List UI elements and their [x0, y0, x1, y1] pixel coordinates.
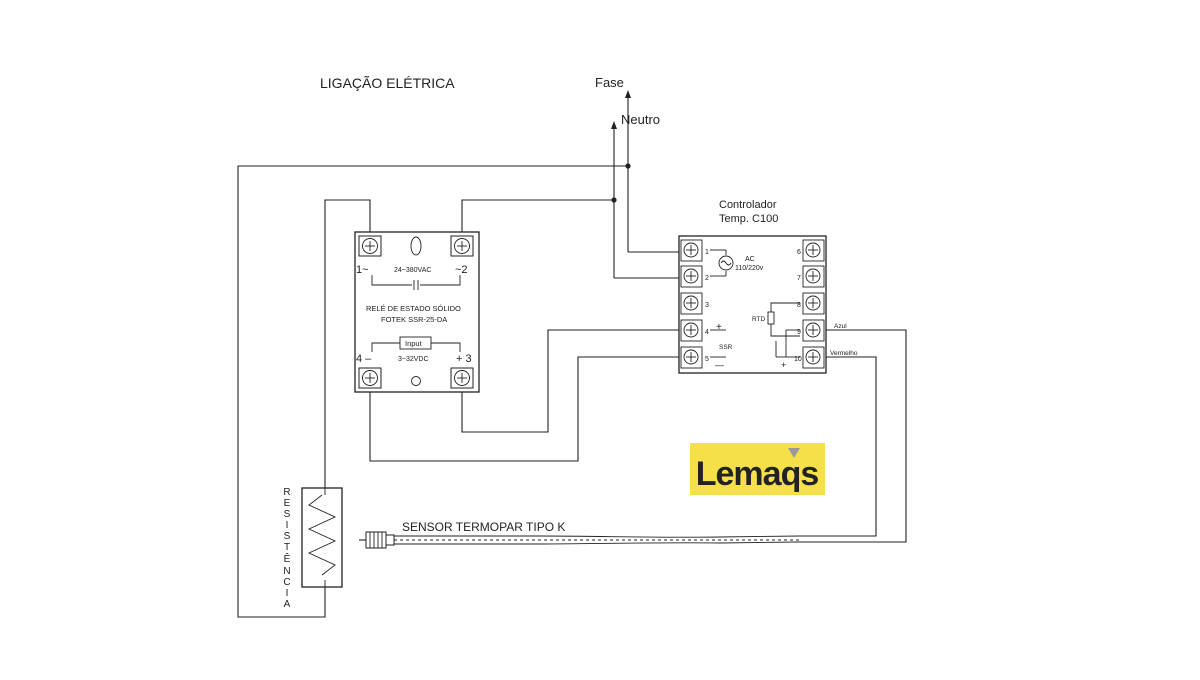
controller-terminal-6-label: 6 [797, 249, 801, 256]
controller-body [678, 235, 827, 374]
thermocouple-sensor [359, 531, 801, 549]
ssr-terminal-4[interactable] [358, 367, 382, 389]
controller-title-line1: Controlador [719, 199, 777, 211]
logo-triangle-icon [788, 448, 800, 458]
controller-terminal-7-label: 7 [797, 275, 801, 282]
controller-ssr-label: SSR [719, 344, 733, 351]
controller-terminal-4[interactable]: 4 [680, 319, 709, 342]
resistencia-letter: S [284, 509, 291, 520]
ssr-terminal-3[interactable] [450, 367, 474, 389]
resistencia-letter: S [284, 531, 291, 542]
controller-ssr-minus: — [715, 360, 724, 370]
controller-terminal-2-label: 2 [705, 275, 709, 282]
controller-terminal-7[interactable]: 7 [797, 265, 825, 288]
neutro-label: Neutro [621, 112, 660, 127]
ssr-ac-voltage: 24~380VAC [394, 267, 431, 274]
controller-terminal-8-label: 8 [797, 302, 801, 309]
ssr-terminal-1[interactable] [358, 235, 382, 257]
sensor-probe-head [365, 531, 387, 549]
controller-terminal-5-label: 5 [705, 356, 709, 363]
ssr-mount-slot [410, 236, 422, 256]
resistencia-letter: R [283, 487, 290, 498]
resistencia-vertical-label: R E S I S T Ê N C I A [283, 487, 290, 610]
controller-c100: Controlador Temp. C100 1 2 3 4 [678, 199, 858, 374]
sensor-label: SENSOR TERMOPAR TIPO K [402, 520, 565, 534]
controller-terminal-4-label: 4 [705, 329, 709, 336]
ssr-mount-hole [411, 376, 421, 386]
wire-azul-label: Azul [834, 323, 847, 330]
controller-terminal-2[interactable]: 2 [680, 265, 709, 288]
controller-left-terminals: 1 2 3 4 5 [680, 239, 709, 369]
resistencia-letter: C [283, 577, 290, 588]
controller-terminal-3-label: 3 [705, 302, 709, 309]
controller-terminal-9[interactable]: 9 [797, 319, 825, 342]
resistencia-letter: Ê [284, 552, 291, 565]
ssr-label-line2: FOTEK SSR-25-DA [381, 315, 447, 324]
ssr-input-box [399, 336, 432, 350]
fase-label: Fase [595, 75, 624, 90]
controller-rtd-label: RTD [752, 316, 766, 323]
resistencia-letter: E [284, 498, 291, 509]
lemaqs-logo: Lemaqs [690, 443, 825, 495]
controller-ac-label: AC [745, 256, 755, 263]
ssr-body [354, 231, 480, 393]
wire-vermelho-label: Vermelho [830, 350, 858, 357]
ssr-input-label: Input [405, 339, 423, 348]
controller-right-terminals: 6 7 8 9 10 [794, 239, 825, 369]
supply-lines: Fase Neutro [595, 75, 660, 278]
resistencia-letter: A [284, 599, 291, 610]
resistencia-letter: T [284, 542, 290, 553]
ssr-relay: 1~ ~2 24~380VAC RELÉ DE ESTADO SÓLIDO FO… [354, 231, 480, 393]
resistencia-letter: I [286, 588, 289, 599]
controller-ac-voltage: 110/220v [735, 265, 764, 272]
wires [237, 165, 907, 618]
controller-tc-plus: + [781, 360, 786, 370]
ac-source-icon [710, 249, 734, 277]
ssr-t1-label: 1~ [356, 264, 369, 276]
diagram-title: LIGAÇÃO ELÉTRICA [320, 75, 455, 91]
controller-terminal-1-label: 1 [705, 249, 709, 256]
controller-ssr-plus: + [716, 322, 722, 333]
controller-terminal-10[interactable]: 10 [794, 346, 825, 369]
controller-terminal-1[interactable]: 1 [680, 239, 709, 262]
logo-text: Lemaqs [696, 455, 819, 493]
ssr-t2-label: ~2 [455, 264, 468, 276]
ssr-dc-voltage: 3~32VDC [398, 356, 429, 363]
rtd-input-symbol [767, 302, 800, 358]
ssr-label-line1: RELÉ DE ESTADO SÓLIDO [366, 304, 461, 313]
heater-resistance [301, 487, 343, 588]
controller-terminal-8[interactable]: 8 [797, 292, 825, 315]
heater-body [301, 487, 343, 588]
ssr-t4-label: 4 – [356, 353, 372, 365]
controller-terminal-5[interactable]: 5 [680, 346, 709, 369]
controller-terminal-10-label: 10 [794, 356, 802, 363]
controller-terminal-3[interactable]: 3 [680, 292, 709, 315]
ssr-terminal-2[interactable] [450, 235, 474, 257]
resistencia-letter: N [283, 566, 290, 577]
ssr-t3-label: + 3 [456, 353, 472, 365]
logo-background [690, 443, 825, 495]
controller-terminal-9-label: 9 [797, 329, 801, 336]
resistencia-letter: I [286, 520, 289, 531]
controller-terminal-6[interactable]: 6 [797, 239, 825, 262]
controller-title-line2: Temp. C100 [719, 213, 778, 225]
